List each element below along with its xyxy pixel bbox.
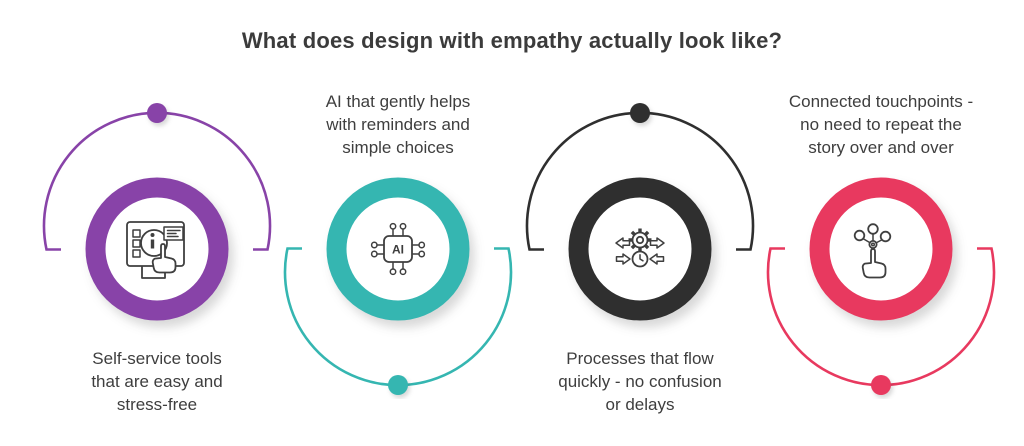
touch-network-icon — [853, 223, 892, 279]
step-ai-assist: AI that gently helps with reminders and … — [273, 0, 523, 446]
caption: Connected touchpoints - no need to repea… — [746, 90, 1016, 159]
arc-dot — [147, 103, 167, 123]
arc-dot — [388, 375, 408, 395]
caption-line: that are easy and — [91, 372, 223, 391]
caption: Processes that flow quickly - no confusi… — [505, 347, 775, 416]
figure-touchpoints — [766, 177, 996, 395]
figure-processes — [525, 103, 755, 321]
kiosk-info-icon — [126, 221, 185, 279]
caption-line: AI that gently helps — [325, 92, 471, 111]
step-self-service: Self-service tools that are easy and str… — [32, 0, 282, 446]
caption-line: quickly - no confusion — [558, 372, 722, 391]
step-processes: Processes that flow quickly - no confusi… — [515, 0, 765, 446]
caption-line: Processes that flow — [566, 349, 714, 368]
arc-dot — [630, 103, 650, 123]
caption-line: with reminders and — [326, 115, 470, 134]
arc-dot — [871, 375, 891, 395]
caption-line: Self-service tools — [92, 349, 222, 368]
ai-chip-label: AI — [392, 243, 404, 257]
gear-clock-arrows-icon — [615, 228, 665, 268]
caption-line: stress-free — [116, 395, 198, 414]
caption: Self-service tools that are easy and str… — [22, 347, 292, 416]
caption: AI that gently helps with reminders and … — [263, 90, 533, 159]
caption-line: story over and over — [808, 138, 954, 157]
caption-line: or delays — [605, 395, 675, 414]
figure-ai-assist: AI — [283, 177, 513, 395]
caption-line: Connected touchpoints - — [788, 92, 974, 111]
step-touchpoints: Connected touchpoints - no need to repea… — [756, 0, 1006, 446]
circle-ring — [809, 177, 953, 321]
ai-chip-icon: AI — [370, 222, 426, 276]
caption-line: no need to repeat the — [800, 115, 962, 134]
figure-self-service — [42, 103, 272, 321]
caption-line: simple choices — [342, 138, 454, 157]
page-title: What does design with empathy actually l… — [241, 28, 783, 53]
